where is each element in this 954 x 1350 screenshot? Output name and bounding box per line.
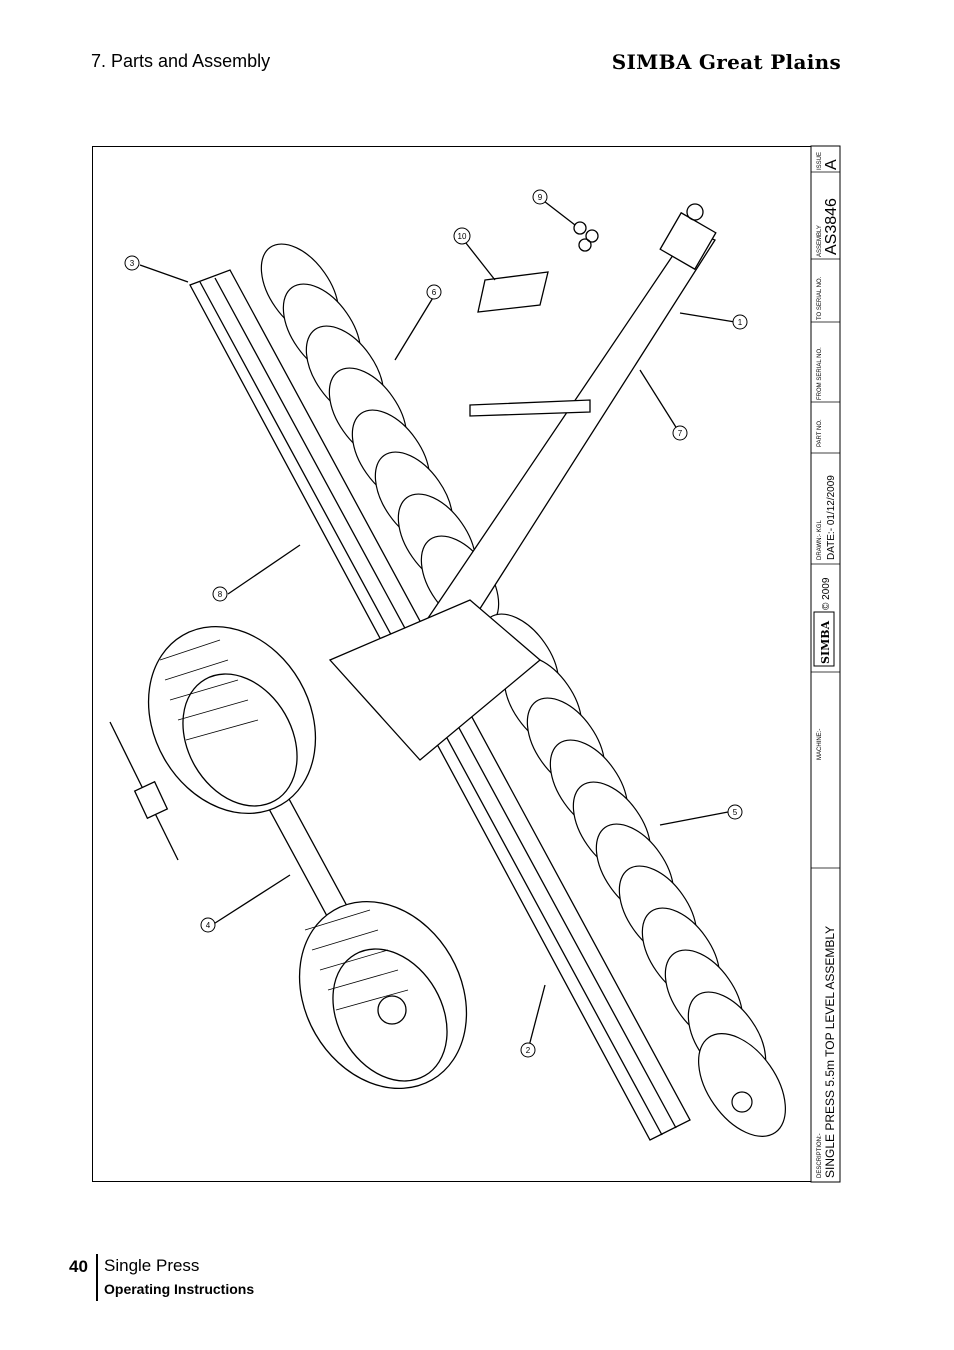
svg-text:3: 3 xyxy=(130,259,135,268)
assembly-number: AS3846 xyxy=(823,198,840,255)
callout-9: 9 xyxy=(532,189,548,205)
callout-7: 7 xyxy=(672,425,688,441)
footer-title: Single Press xyxy=(104,1256,200,1275)
description-label: DESCRIPTION:- xyxy=(817,1133,823,1178)
callout-4: 4 xyxy=(200,917,216,933)
callout-6: 6 xyxy=(426,284,442,300)
footer-divider xyxy=(96,1254,98,1301)
callout-8: 8 xyxy=(212,586,228,602)
from-serial-label: FROM SERIAL NO. xyxy=(817,347,823,400)
callout-3: 3 xyxy=(124,255,140,271)
to-serial-label: TO SERIAL NO. xyxy=(817,276,823,320)
svg-text:9: 9 xyxy=(538,193,543,202)
svg-text:2: 2 xyxy=(526,1046,531,1055)
svg-text:8: 8 xyxy=(218,590,223,599)
svg-text:6: 6 xyxy=(432,288,437,297)
callout-bubbles: 3 6 10 9 1 7 8 5 4 2 xyxy=(124,189,748,1058)
callout-2: 2 xyxy=(520,1042,536,1058)
svg-text:7: 7 xyxy=(678,429,683,438)
section-title: 7. Parts and Assembly xyxy=(91,51,271,71)
svg-text:10: 10 xyxy=(458,232,467,241)
assembly-label: ASSEMBLY xyxy=(817,225,823,257)
callout-10: 10 xyxy=(453,227,471,245)
brand-logo: SIMBA Great Plains xyxy=(611,50,841,74)
page-number: 40 xyxy=(69,1257,88,1276)
simba-logo: SIMBA xyxy=(819,620,832,664)
machine-illustration xyxy=(109,197,786,1141)
machine-label: MACHINE:- xyxy=(817,729,823,760)
svg-text:5: 5 xyxy=(733,808,738,817)
callout-1: 1 xyxy=(732,314,748,330)
svg-text:4: 4 xyxy=(206,921,211,930)
drawing-date: DATE:- 01/12/2009 xyxy=(826,475,837,560)
title-block: ISSUE A ASSEMBLY AS3846 TO SERIAL NO. FR… xyxy=(810,145,841,1183)
copyright: © 2009 xyxy=(821,577,832,610)
issue-value: A xyxy=(823,159,840,170)
issue-label: ISSUE xyxy=(817,152,823,170)
part-no-label: PART NO. xyxy=(817,419,823,447)
callout-5: 5 xyxy=(727,804,743,820)
footer-subtitle: Operating Instructions xyxy=(104,1281,255,1297)
drawn-by: DRAWN:- KGL xyxy=(817,520,823,560)
svg-text:1: 1 xyxy=(738,318,743,327)
description: SINGLE PRESS 5.5m TOP LEVEL ASSEMBLY xyxy=(823,926,837,1178)
